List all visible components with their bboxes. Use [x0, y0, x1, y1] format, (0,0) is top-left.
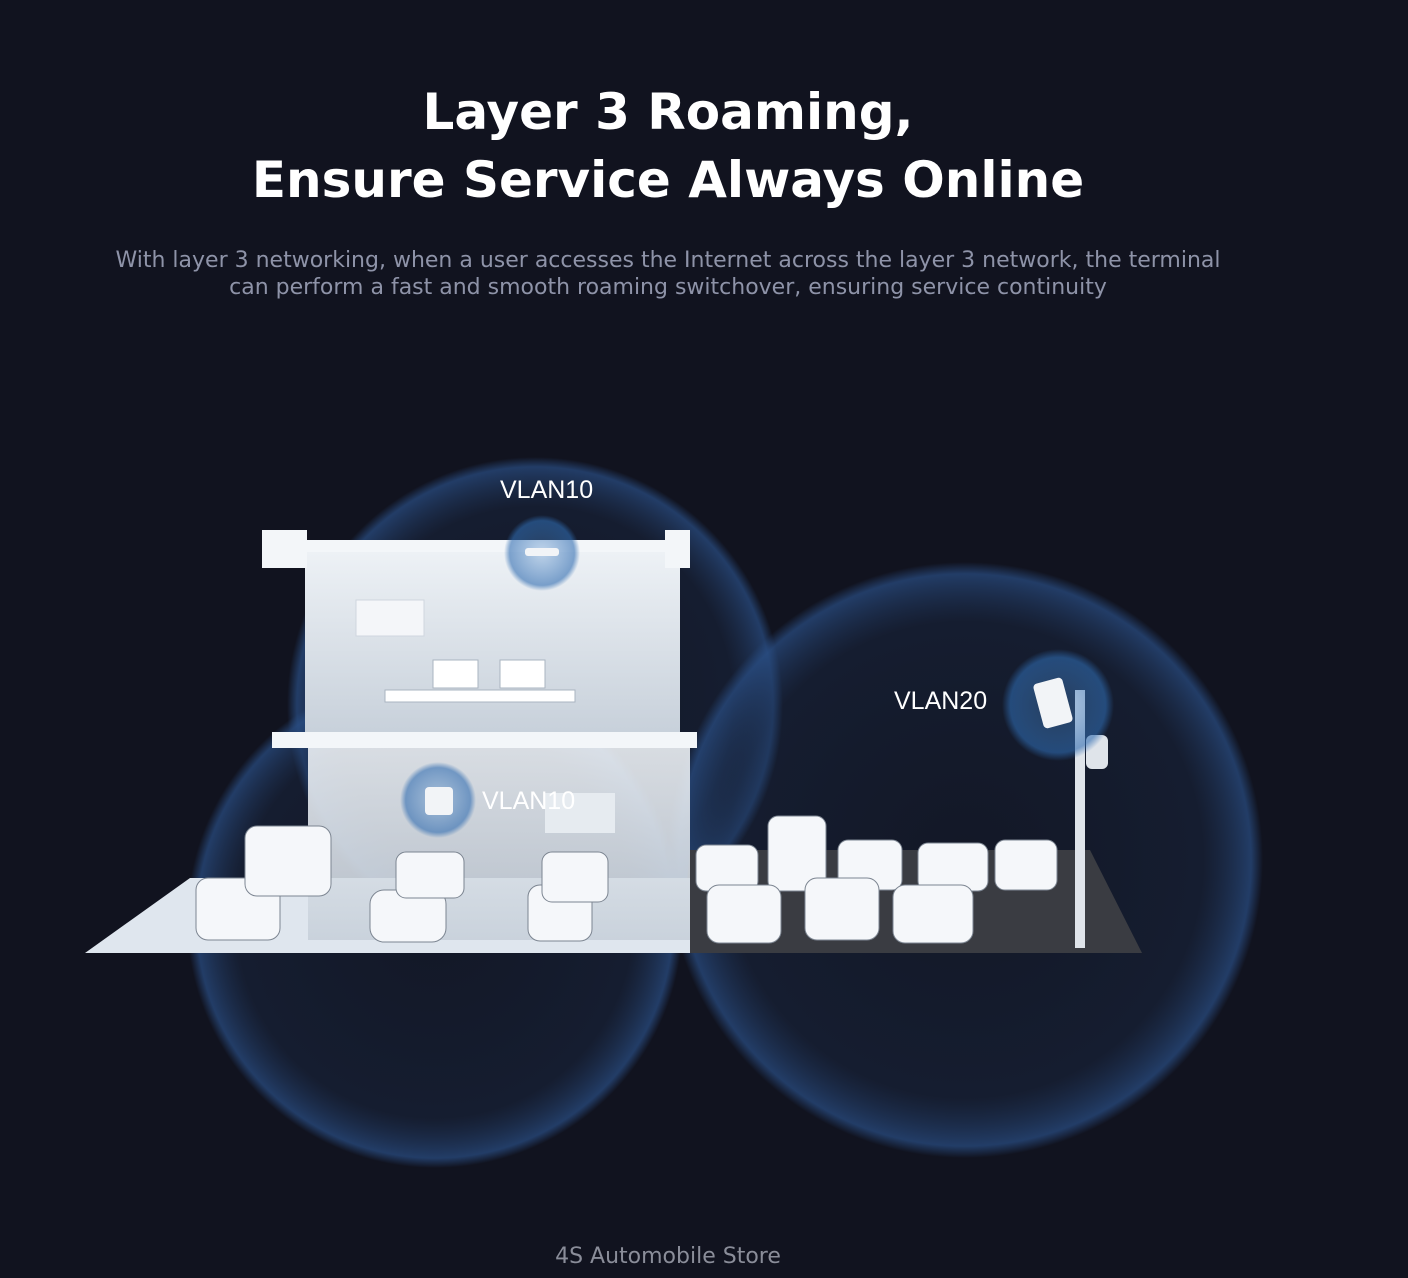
building-lower-floor [308, 745, 690, 940]
cars [195, 815, 1058, 944]
access-point-ceiling-icon [504, 515, 580, 591]
page-title: Layer 3 Roaming, Ensure Service Always O… [0, 78, 1336, 214]
building-upper-floor [305, 548, 680, 736]
subtitle-line-2: can perform a fast and smooth roaming sw… [229, 275, 1107, 300]
ap-label-upper: VLAN10 [500, 476, 594, 504]
subtitle-line-1: With layer 3 networking, when a user acc… [115, 248, 1221, 273]
ap-label-lower: VLAN10 [482, 787, 576, 815]
illustration-caption: 4S Automobile Store [555, 1244, 781, 1269]
page-subtitle: With layer 3 networking, when a user acc… [0, 247, 1336, 301]
meeting-table [384, 659, 576, 703]
title-line-1: Layer 3 Roaming, [422, 83, 914, 141]
access-point-outdoor-icon [1002, 649, 1114, 761]
ap-label-outdoor: VLAN20 [894, 687, 988, 715]
title-line-2: Ensure Service Always Online [251, 151, 1085, 209]
access-point-wall-icon [400, 762, 476, 838]
